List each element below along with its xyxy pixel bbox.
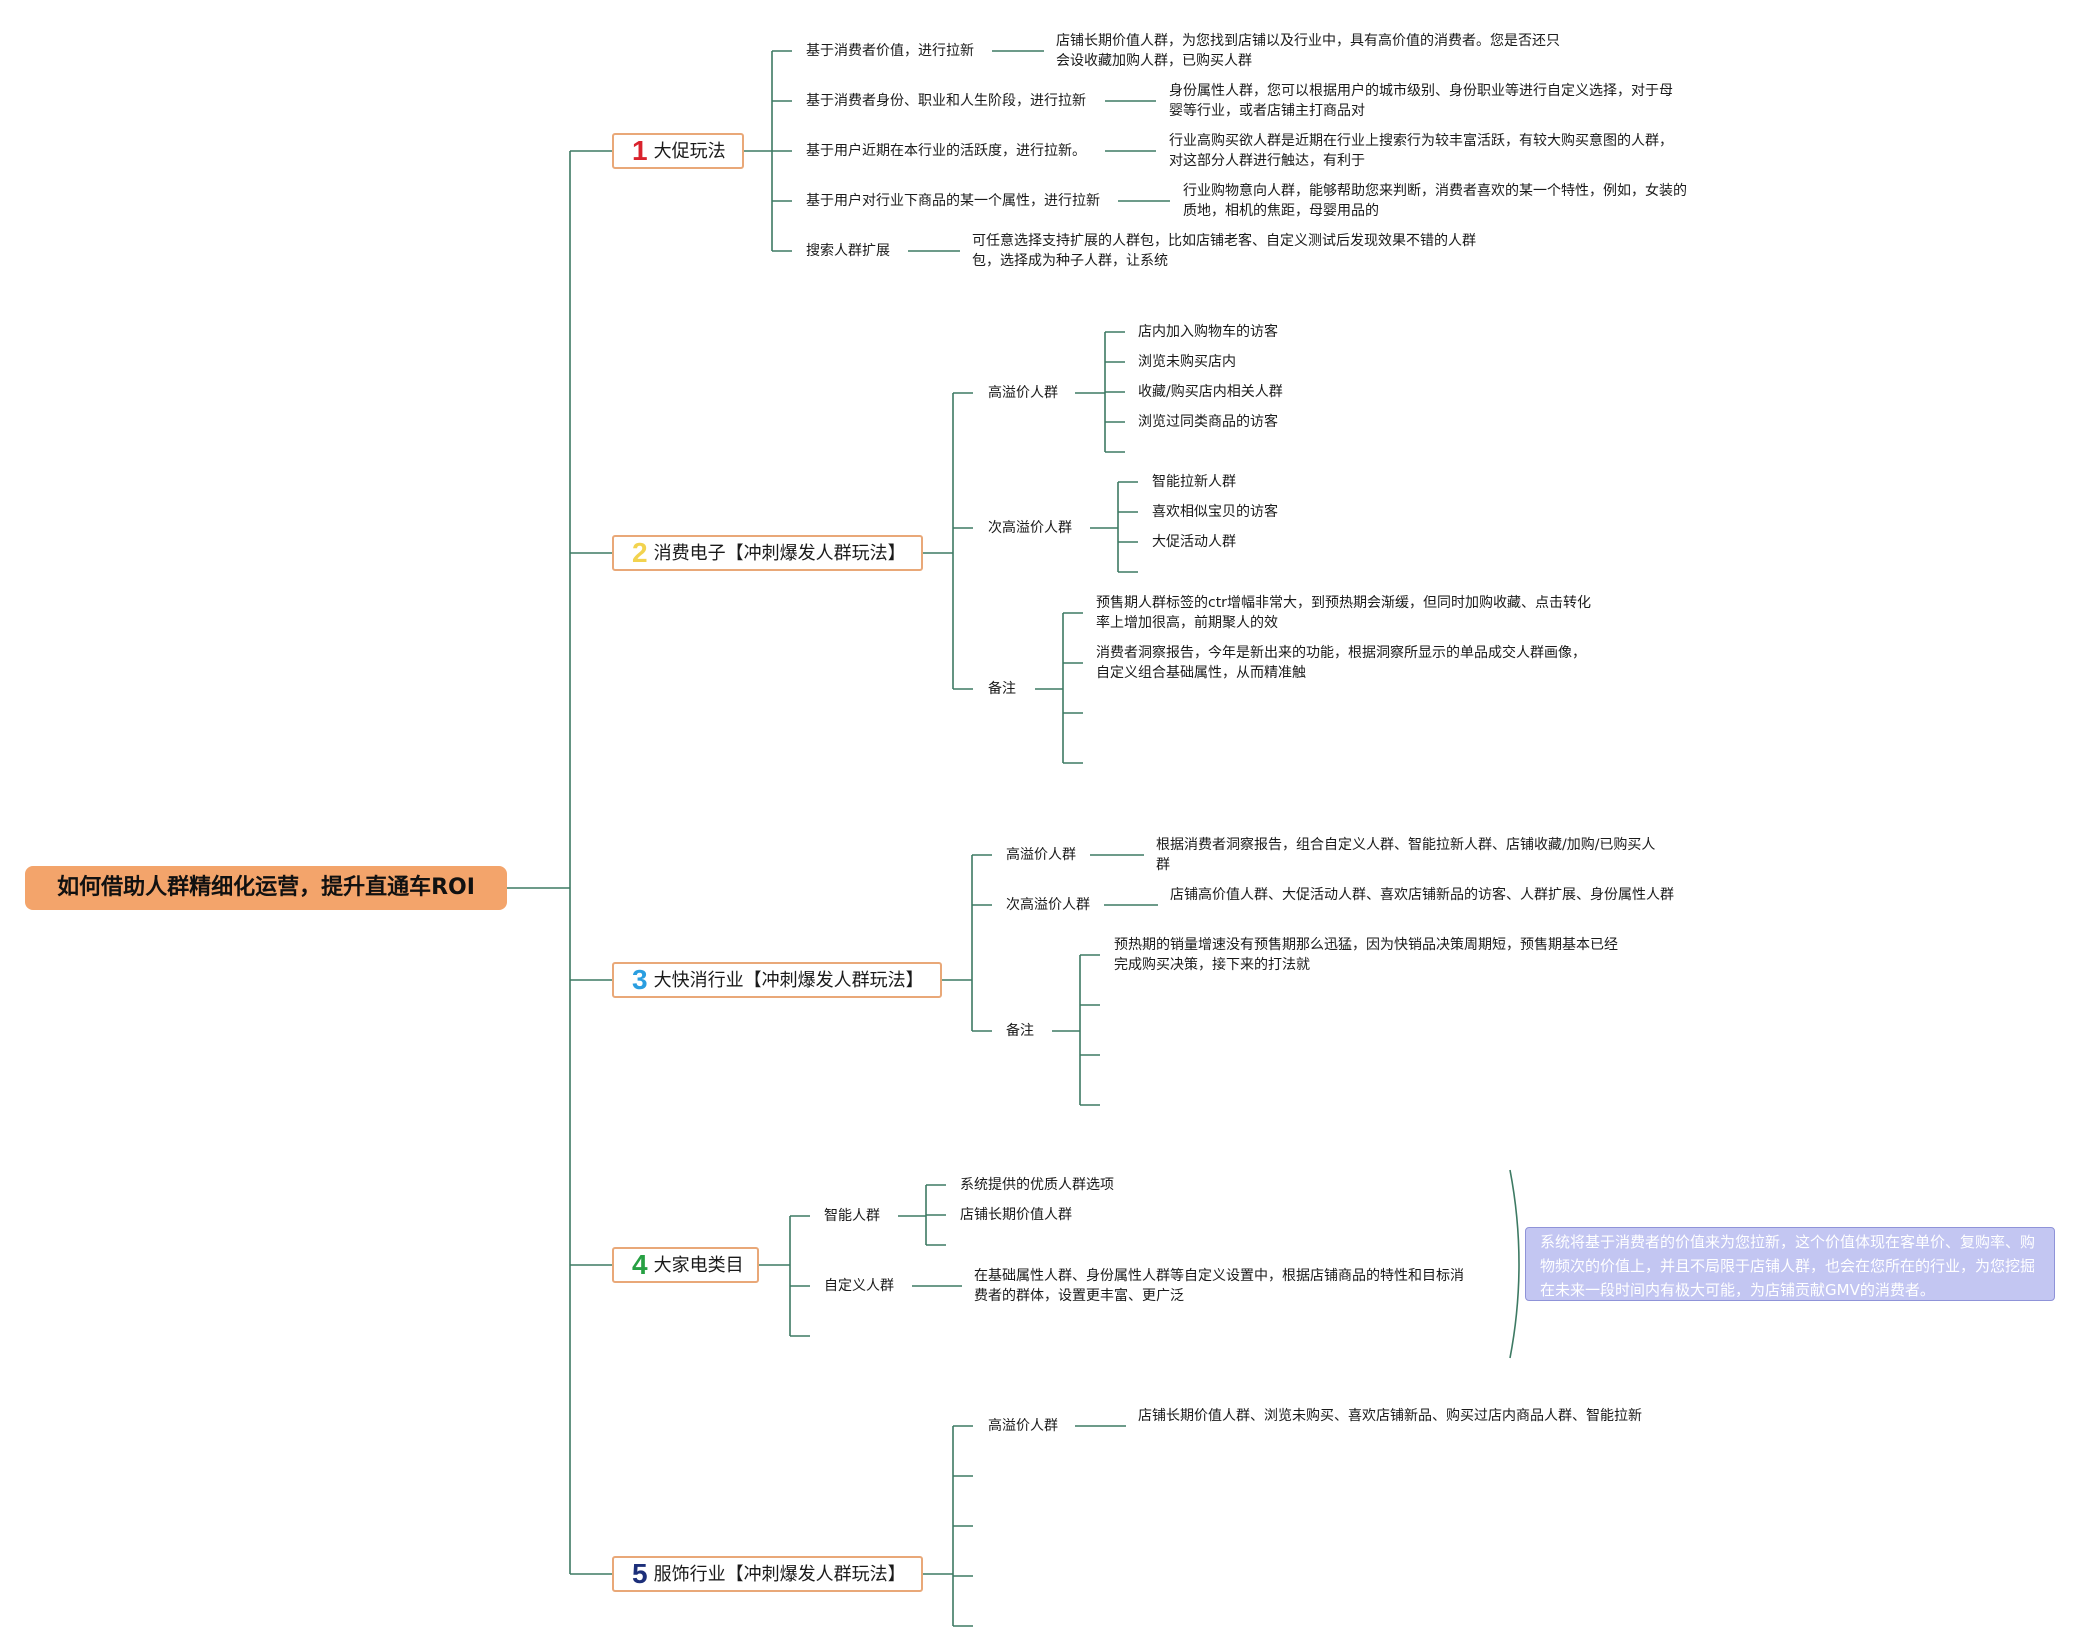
b2-second-item-2[interactable]: 喜欢相似宝贝的访客 [1152, 504, 1278, 520]
b2-high-item-1[interactable]: 店内加入购物车的访客 [1138, 324, 1278, 340]
b4-custom-group-label[interactable]: 自定义人群 [824, 1278, 894, 1294]
branch-3-label: 大快消行业【冲刺爆发人群玩法】 [653, 970, 924, 991]
branch-2-label: 消费电子【冲刺爆发人群玩法】 [653, 543, 906, 564]
b3-remark-label[interactable]: 备注 [1006, 1023, 1034, 1039]
b2-remark-label[interactable]: 备注 [988, 681, 1016, 697]
b1-child-3-desc: 行业高购买欲人群是近期在行业上搜索行为较丰富活跃，有较大购买意图的人群，对这部分… [1169, 133, 1673, 169]
b1-child-2-desc: 身份属性人群，您可以根据用户的城市级别、身份职业等进行自定义选择，对于母婴等行业… [1169, 83, 1673, 119]
branch-1-label: 大促玩法 [653, 141, 726, 162]
b2-second-item-1[interactable]: 智能拉新人群 [1152, 474, 1236, 490]
b3-second-premium-label[interactable]: 次高溢价人群 [1006, 897, 1090, 913]
b1-child-2-label[interactable]: 基于消费者身份、职业和人生阶段，进行拉新 [806, 93, 1086, 109]
summary-brace [1509, 1169, 1520, 1359]
number-5-badge: 5 [632, 1558, 648, 1589]
b2-second-item-3[interactable]: 大促活动人群 [1152, 534, 1236, 550]
b1-child-4-label[interactable]: 基于用户对行业下商品的某一个属性，进行拉新 [806, 193, 1100, 209]
branch-5-label: 服饰行业【冲刺爆发人群玩法】 [653, 1564, 906, 1585]
b2-high-item-2[interactable]: 浏览未购买店内 [1138, 354, 1236, 370]
number-1-badge: 1 [632, 135, 648, 166]
number-2-badge: 2 [632, 537, 648, 568]
b2-high-premium-label[interactable]: 高溢价人群 [988, 385, 1058, 401]
b3-second-premium-desc: 店铺高价值人群、大促活动人群、喜欢店铺新品的访客、人群扩展、身份属性人群 [1170, 887, 1674, 903]
root-topic[interactable]: 如何借助人群精细化运营，提升直通车ROI [25, 866, 507, 910]
b2-high-item-4[interactable]: 浏览过同类商品的访客 [1138, 414, 1278, 430]
b5-high-premium-desc: 店铺长期价值人群、浏览未购买、喜欢店铺新品、购买过店内商品人群、智能拉新 [1138, 1408, 1642, 1424]
b4-custom-group-desc: 在基础属性人群、身份属性人群等自定义设置中，根据店铺商品的特性和目标消费者的群体… [974, 1268, 1464, 1304]
b4-smart-item-1[interactable]: 系统提供的优质人群选项 [960, 1177, 1114, 1193]
number-3-badge: 3 [632, 964, 648, 995]
b1-child-3-label[interactable]: 基于用户近期在本行业的活跃度，进行拉新。 [806, 143, 1086, 159]
b4-smart-group-label[interactable]: 智能人群 [824, 1208, 880, 1224]
b1-child-5-label[interactable]: 搜索人群扩展 [806, 243, 890, 259]
b3-high-premium-label[interactable]: 高溢价人群 [1006, 847, 1076, 863]
b1-child-5-desc: 可任意选择支持扩展的人群包，比如店铺老客、自定义测试后发现效果不错的人群包，选择… [972, 233, 1476, 269]
b1-child-4-desc: 行业购物意向人群，能够帮助您来判断，消费者喜欢的某一个特性，例如，女装的质地，相… [1183, 183, 1687, 219]
b5-high-premium-label[interactable]: 高溢价人群 [988, 1418, 1058, 1434]
b3-high-premium-desc: 根据消费者洞察报告，组合自定义人群、智能拉新人群、店铺收藏/加购/已购买人群 [1156, 837, 1656, 873]
b2-remark-item-2: 消费者洞察报告，今年是新出来的功能，根据洞察所显示的单品成交人群画像，自定义组合… [1096, 645, 1586, 681]
b3-remark-item-1: 预热期的销量增速没有预售期那么迅猛，因为快销品决策周期短，预售期基本已经完成购买… [1114, 937, 1618, 973]
b1-child-1-desc: 店铺长期价值人群，为您找到店铺以及行业中，具有高价值的消费者。您是否还只会设收藏… [1056, 33, 1560, 69]
b2-high-item-3[interactable]: 收藏/购买店内相关人群 [1138, 384, 1283, 400]
summary-callout[interactable]: 系统将基于消费者的价值来为您拉新，这个价值体现在客单价、复购率、购物频次的价值上… [1525, 1227, 2055, 1301]
number-4-badge: 4 [632, 1249, 648, 1280]
b2-remark-item-1: 预售期人群标签的ctr增幅非常大，到预热期会渐缓，但同时加购收藏、点击转化率上增… [1096, 595, 1591, 631]
b2-second-premium-label[interactable]: 次高溢价人群 [988, 520, 1072, 536]
b4-smart-item-2[interactable]: 店铺长期价值人群 [960, 1207, 1072, 1223]
branch-4-label: 大家电类目 [653, 1255, 744, 1276]
b1-child-1-label[interactable]: 基于消费者价值，进行拉新 [806, 43, 974, 59]
